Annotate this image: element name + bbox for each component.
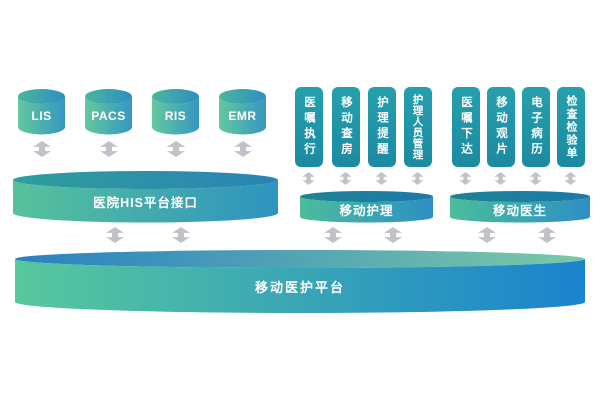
db-label: RIS [164,109,187,123]
double-arrow-icon [32,141,52,157]
cylinder-graphic [152,89,199,135]
module-label: 移动观片 [495,96,507,158]
double-arrow-icon [339,172,352,185]
disc-graphic [15,250,585,313]
module-label: 医嘱下达 [460,96,472,158]
double-arrow-icon [375,172,388,185]
double-arrow-icon [171,227,191,243]
double-arrow-icon [529,172,542,185]
double-arrow-icon [302,172,315,185]
db-cylinder-lis: LIS [18,89,65,135]
double-arrow-icon [477,227,497,243]
module-label: 医嘱执行 [303,96,315,158]
double-arrow-icon [323,227,343,243]
mobile-doctor-label: 移动医生 [492,204,547,218]
module-label: 电子病历 [530,96,542,158]
module-nursing-reminder: 护理提醒 [368,87,396,167]
cylinder-graphic [219,89,266,135]
double-arrow-icon [564,172,577,185]
db-cylinder-pacs: PACS [85,89,132,135]
db-cylinder-emr: EMR [219,89,266,135]
disc-graphic [13,171,278,223]
db-label: EMR [228,109,257,123]
mobile-nursing-bar: 移动护理 [300,191,433,223]
db-label: PACS [91,109,126,123]
db-label: LIS [31,109,52,123]
disc-graphic [450,191,590,223]
module-label: 移动查房 [340,96,352,158]
module-label: 护理提醒 [376,96,388,158]
module-label: 检查检验单 [565,94,577,160]
double-arrow-icon [105,227,125,243]
mobile-medical-platform-bar: 移动医护平台 [15,250,585,314]
mobile-nursing-label: 移动护理 [339,204,394,218]
double-arrow-icon [99,141,119,157]
double-arrow-icon [166,141,186,157]
module-order-execution: 医嘱执行 [295,87,323,167]
double-arrow-icon [383,227,403,243]
module-order-issue: 医嘱下达 [452,87,480,167]
module-electronic-record: 电子病历 [522,87,550,167]
mobile-doctor-bar: 移动医生 [450,191,590,223]
db-cylinder-ris: RIS [152,89,199,135]
module-mobile-rounds: 移动查房 [332,87,360,167]
double-arrow-icon [411,172,424,185]
module-staff-management: 护理人员管理 [404,87,432,167]
module-label: 护理人员管理 [411,94,424,160]
module-test-orders: 检查检验单 [557,87,585,167]
double-arrow-icon [233,141,253,157]
double-arrow-icon [537,227,557,243]
his-interface-label: 医院HIS平台接口 [93,195,198,210]
module-mobile-imaging: 移动观片 [487,87,515,167]
his-interface-bar: 医院HIS平台接口 [13,171,278,223]
cylinder-graphic [85,89,132,135]
cylinder-graphic [18,89,65,135]
disc-graphic [300,191,433,223]
double-arrow-icon [494,172,507,185]
mobile-medical-platform-label: 移动医护平台 [254,279,345,295]
double-arrow-icon [459,172,472,185]
